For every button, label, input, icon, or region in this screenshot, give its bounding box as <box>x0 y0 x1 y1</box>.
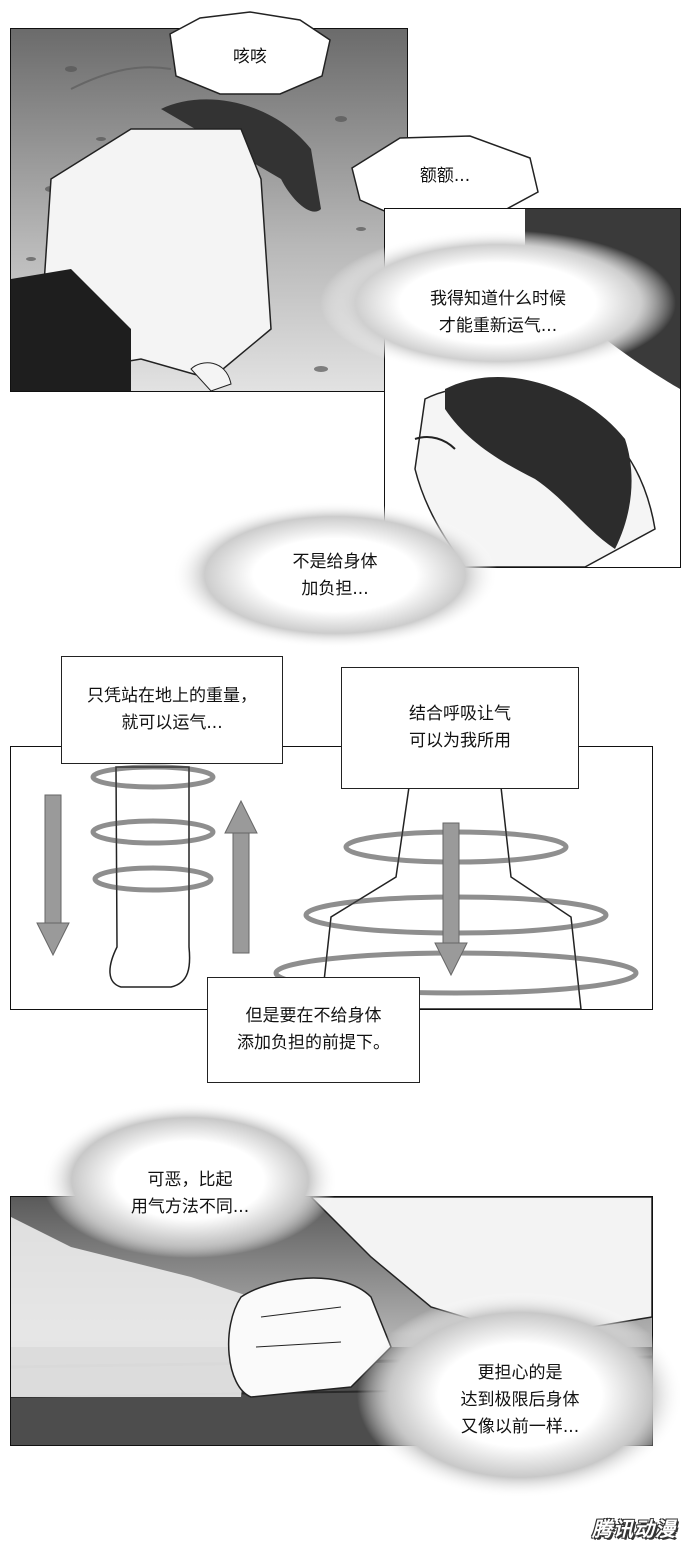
speech-bubble-hmm <box>351 135 539 219</box>
burst-bubble-damn <box>42 1102 338 1258</box>
bubble-text-worry: 更担心的是 达到极限后身体 又像以前一样... <box>460 1363 580 1437</box>
bubble-text-cough: 咳咳 <box>233 47 267 67</box>
caption-premise: 但是要在不给身体 添加负担的前提下。 <box>207 977 420 1083</box>
burst-bubble-when-to-qi <box>320 230 676 376</box>
burst-bubble-worry <box>357 1292 683 1498</box>
watermark-logo: 腾讯动漫 <box>592 1517 676 1541</box>
bubble-text-when-to-qi: 我得知道什么时候 才能重新运气... <box>430 289 566 336</box>
burst-bubble-no-burden <box>172 502 498 648</box>
panel-qi-diagram <box>10 746 653 1010</box>
speech-bubble-cough <box>169 11 331 95</box>
bubble-text-no-burden: 不是给身体 加负担... <box>292 552 378 599</box>
caption-standing-weight: 只凭站在地上的重量， 就可以运气... <box>61 656 283 764</box>
bubble-text-hmm: 额额... <box>419 166 471 186</box>
qi-diagram-illustration <box>11 747 652 1009</box>
bubble-text-damn: 可恶，比起 用气方法不同... <box>130 1170 250 1217</box>
caption-breathing: 结合呼吸让气 可以为我所用 <box>341 667 579 789</box>
